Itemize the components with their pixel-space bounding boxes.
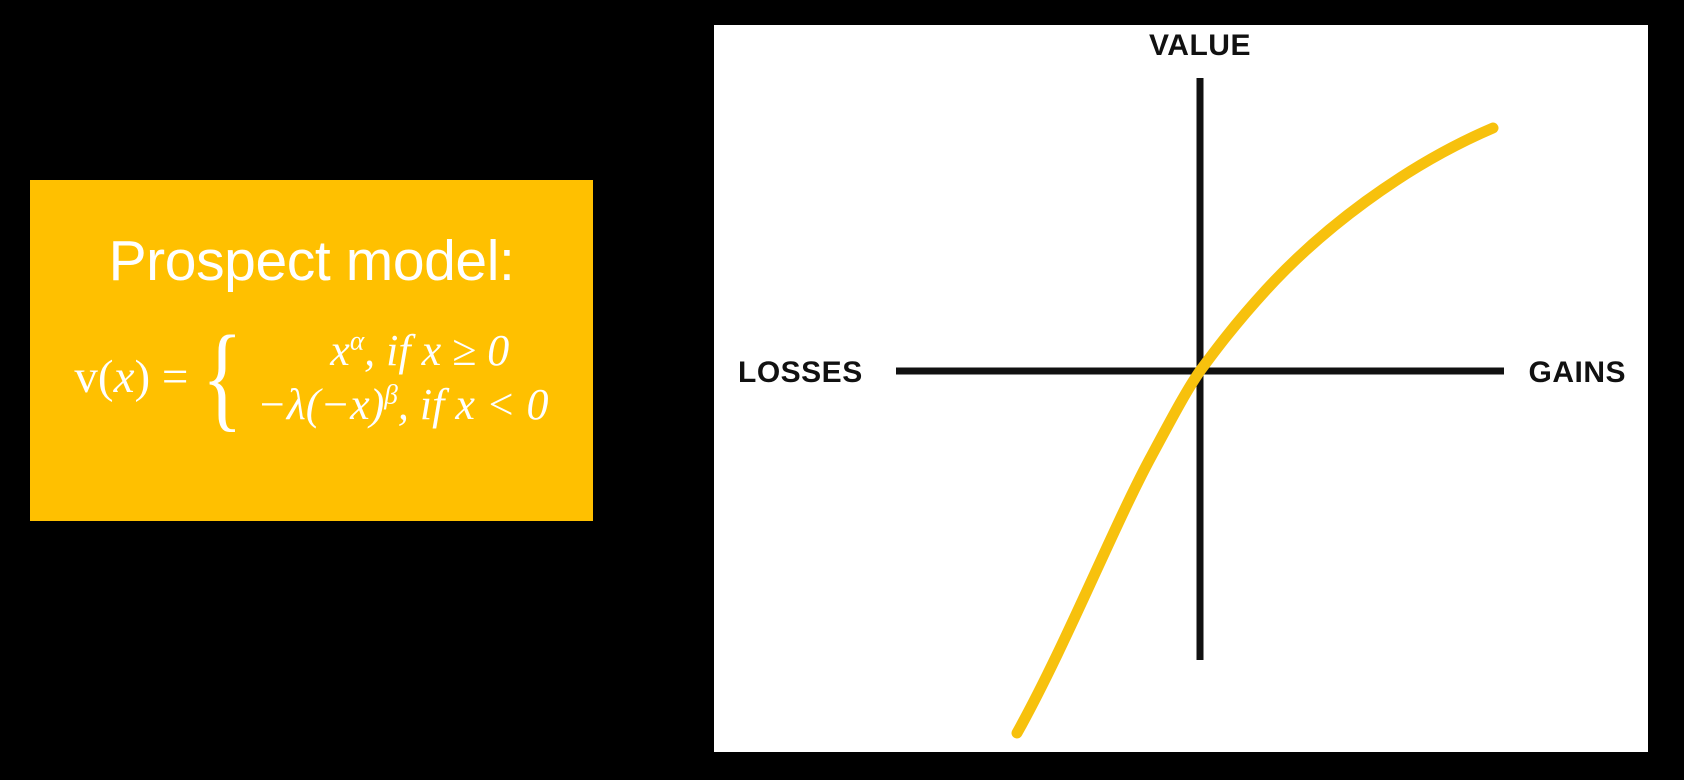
chart-svg: VALUE LOSSES GAINS <box>738 29 1626 739</box>
axis-label-losses: LOSSES <box>738 356 863 389</box>
formula-v-open: v( <box>74 351 114 404</box>
formula-case-positive: xα, if x ≥ 0 <box>257 324 549 378</box>
value-function-chart: VALUE LOSSES GAINS <box>714 25 1648 752</box>
case-negative-condition: , if x < 0 <box>397 379 549 429</box>
case-positive-exponent: α <box>349 325 365 356</box>
formula-close-equals: ) = <box>134 351 189 404</box>
axis-label-value: VALUE <box>1149 29 1251 62</box>
formula-case-negative: −λ(−x)β, if x < 0 <box>257 378 549 432</box>
formula-brace: { <box>202 311 244 443</box>
case-positive-condition: , if x ≥ 0 <box>364 325 510 375</box>
formula-left-hand-side: v(x) = <box>74 354 192 401</box>
formula-variable-x: x <box>113 351 135 404</box>
axis-label-gains: GAINS <box>1528 356 1626 389</box>
page-title: Prospect model: <box>108 229 515 293</box>
formula-cases: xα, if x ≥ 0 −λ(−x)β, if x < 0 <box>257 324 549 431</box>
case-positive-base: x <box>330 325 350 375</box>
value-function-curve <box>1011 122 1499 739</box>
prospect-value-formula: v(x) = { xα, if x ≥ 0 −λ(−x)β, if x < 0 <box>30 311 593 443</box>
case-negative-exponent: β <box>384 378 398 409</box>
case-negative-base: −λ(−x) <box>257 379 385 429</box>
prospect-model-callout: Prospect model: v(x) = { xα, if x ≥ 0 −λ… <box>30 180 593 521</box>
